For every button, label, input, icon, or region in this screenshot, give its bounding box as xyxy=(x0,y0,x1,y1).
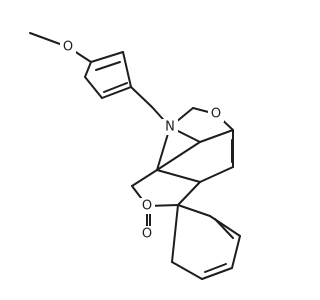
methoxy-oxygen-label: O xyxy=(63,40,73,55)
bond-line xyxy=(201,267,233,280)
bond-line xyxy=(231,235,241,269)
bond-line xyxy=(199,166,234,183)
bond-line xyxy=(171,261,203,280)
carbonyl-oxygen-label-bg xyxy=(139,226,155,242)
molecule-diagram: O N O O O xyxy=(29,32,241,280)
bond-line xyxy=(84,76,103,99)
bond-line xyxy=(156,169,201,183)
lactone-oxygen-label-bg xyxy=(139,198,155,214)
carbonyl-oxygen-label: O xyxy=(142,227,152,242)
amine-nitrogen-label: N xyxy=(165,120,175,135)
bond-line xyxy=(131,169,158,187)
bond-line xyxy=(122,51,132,88)
bond-layer xyxy=(29,32,241,280)
amine-nitrogen-label-bg xyxy=(162,119,178,135)
bond-line xyxy=(171,204,179,263)
bond-line xyxy=(214,218,234,239)
atom-label-layer: O N O O O xyxy=(60,39,224,242)
bond-line xyxy=(156,141,201,171)
bond-line xyxy=(177,204,211,217)
methoxy-oxygen-label-bg xyxy=(60,39,76,55)
ring-oxygen-label-bg xyxy=(208,106,224,122)
bond-line xyxy=(103,82,128,93)
bond-line xyxy=(90,51,124,63)
structure-canvas: O N O O O xyxy=(29,32,241,280)
ring-oxygen-label: O xyxy=(211,107,221,122)
bond-line xyxy=(177,181,201,206)
lactone-oxygen-label: O xyxy=(142,199,152,214)
bond-line xyxy=(101,86,132,99)
bond-line xyxy=(199,129,234,143)
bond-line xyxy=(84,61,92,78)
bond-line xyxy=(95,61,121,71)
bond-line xyxy=(204,263,227,273)
bond-line xyxy=(130,86,153,108)
